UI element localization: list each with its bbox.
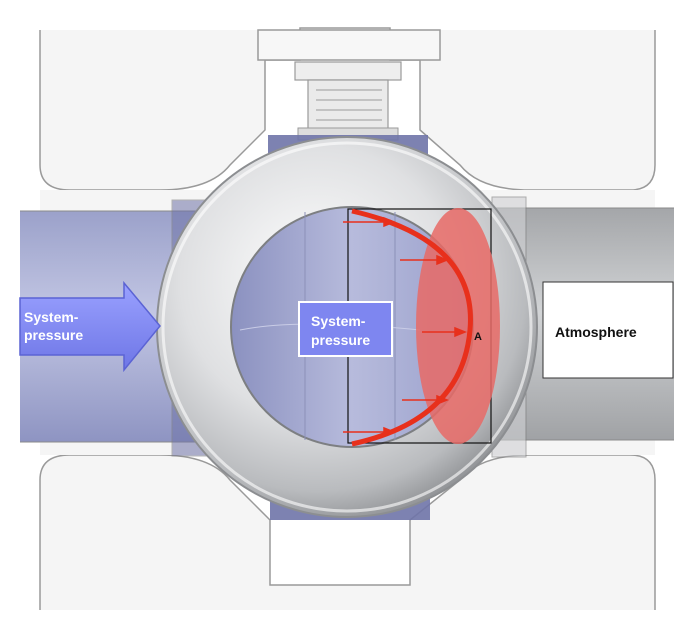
center-pressure-box [298, 301, 393, 357]
left-pressure-label-line2: pressure [24, 327, 83, 343]
flow-arrow [19, 280, 161, 373]
area-a-ellipse [416, 208, 500, 444]
area-a-label: A [474, 331, 482, 343]
center-pressure-label-line1: System- [311, 313, 366, 329]
valve-stem [257, 29, 441, 141]
atmosphere-label: Atmosphere [555, 324, 637, 340]
left-pressure-label-line1: System- [24, 309, 79, 325]
atmosphere-box [542, 281, 674, 379]
force-arrows [343, 216, 468, 438]
seat-force-arc [351, 208, 473, 447]
center-pressure-label-line2: pressure [311, 332, 370, 348]
